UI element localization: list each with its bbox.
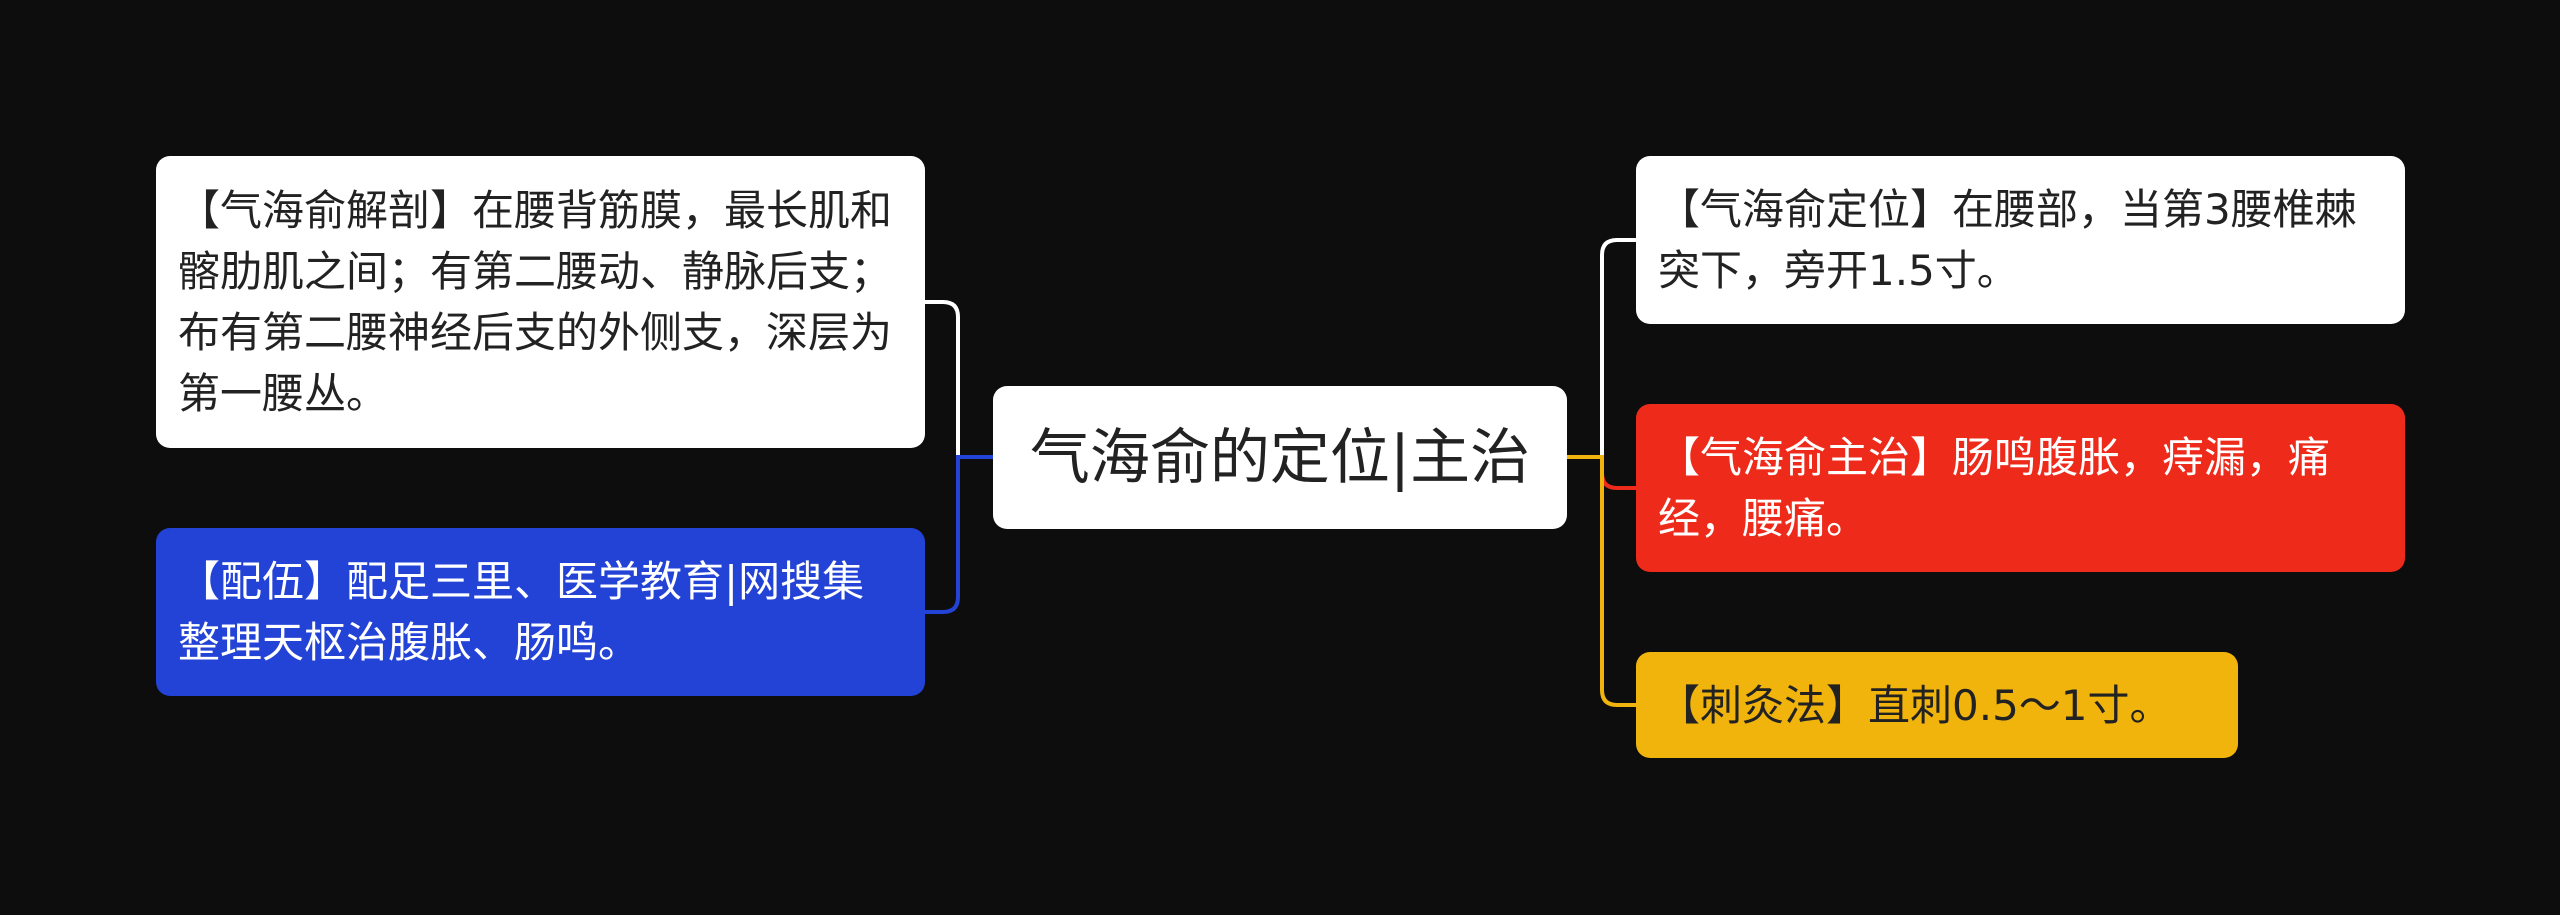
central-topic-text: 气海俞的定位|主治 (1029, 422, 1531, 493)
central-topic-node[interactable]: 气海俞的定位|主治 (993, 386, 1567, 529)
connector-center-to-combination (925, 455, 993, 614)
acupuncture-node[interactable]: 【刺灸法】直刺0.5～1寸。 (1636, 652, 2238, 758)
location-node[interactable]: 【气海俞定位】在腰部，当第3腰椎棘突下，旁开1.5寸。 (1636, 156, 2405, 324)
indication-node[interactable]: 【气海俞主治】肠鸣腹胀，痔漏，痛经，腰痛。 (1636, 404, 2405, 572)
location-text: 【气海俞定位】在腰部，当第3腰椎棘突下，旁开1.5寸。 (1658, 185, 2357, 295)
indication-text: 【气海俞主治】肠鸣腹胀，痔漏，痛经，腰痛。 (1658, 433, 2331, 543)
connector-center-to-anatomy (925, 300, 993, 459)
anatomy-text: 【气海俞解剖】在腰背筋膜，最长肌和髂肋肌之间；有第二腰动、静脉后支；布有第二腰神… (178, 186, 893, 418)
acupuncture-text: 【刺灸法】直刺0.5～1寸。 (1658, 680, 2172, 730)
combination-text: 【配伍】配足三里、医学教育|网搜集整理天枢治腹胀、肠鸣。 (178, 557, 865, 667)
combination-node[interactable]: 【配伍】配足三里、医学教育|网搜集整理天枢治腹胀、肠鸣。 (156, 528, 925, 696)
connector-center-to-acupuncture (1567, 455, 1636, 707)
anatomy-node[interactable]: 【气海俞解剖】在腰背筋膜，最长肌和髂肋肌之间；有第二腰动、静脉后支；布有第二腰神… (156, 156, 925, 448)
connector-center-to-location (1567, 238, 1636, 459)
